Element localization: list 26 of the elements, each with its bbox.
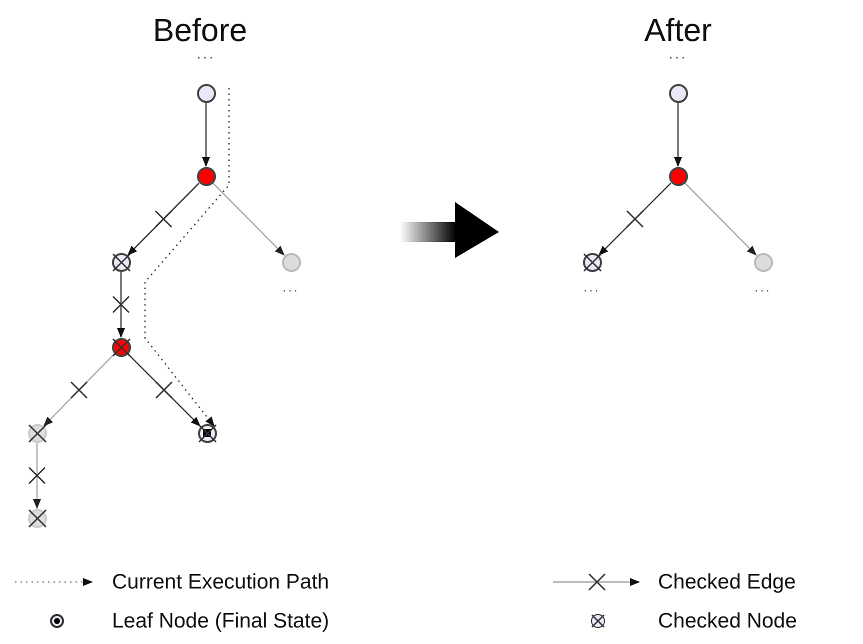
arrow <box>202 103 210 167</box>
ellipsis: ... <box>668 46 688 62</box>
panel-title: Before <box>152 14 248 46</box>
leaf-node-circle <box>198 424 216 442</box>
checked-node-circle <box>112 338 130 356</box>
arrow <box>127 182 200 256</box>
arrow <box>674 103 682 167</box>
legend-label: Current Execution Path <box>112 572 330 592</box>
arrow <box>33 443 41 509</box>
ellipsis: ... <box>196 46 216 62</box>
checked-node-circle <box>28 508 46 528</box>
arrow <box>117 272 125 338</box>
arrow <box>212 182 285 256</box>
arrow <box>598 182 672 256</box>
arrow <box>684 182 757 256</box>
checked-node-circle <box>112 252 130 272</box>
legend-label: Leaf Node (Final State) <box>112 610 330 632</box>
ellipsis: ... <box>584 280 600 294</box>
arrow <box>128 354 201 427</box>
ellipsis: ... <box>282 280 300 294</box>
panel-title: After <box>644 14 712 46</box>
legend-label: Checked Edge <box>658 572 796 592</box>
checked-node-circle <box>582 252 602 272</box>
checked-node-circle <box>28 424 46 442</box>
ellipsis: ... <box>754 280 772 294</box>
legend-label: Checked Node <box>658 610 797 632</box>
